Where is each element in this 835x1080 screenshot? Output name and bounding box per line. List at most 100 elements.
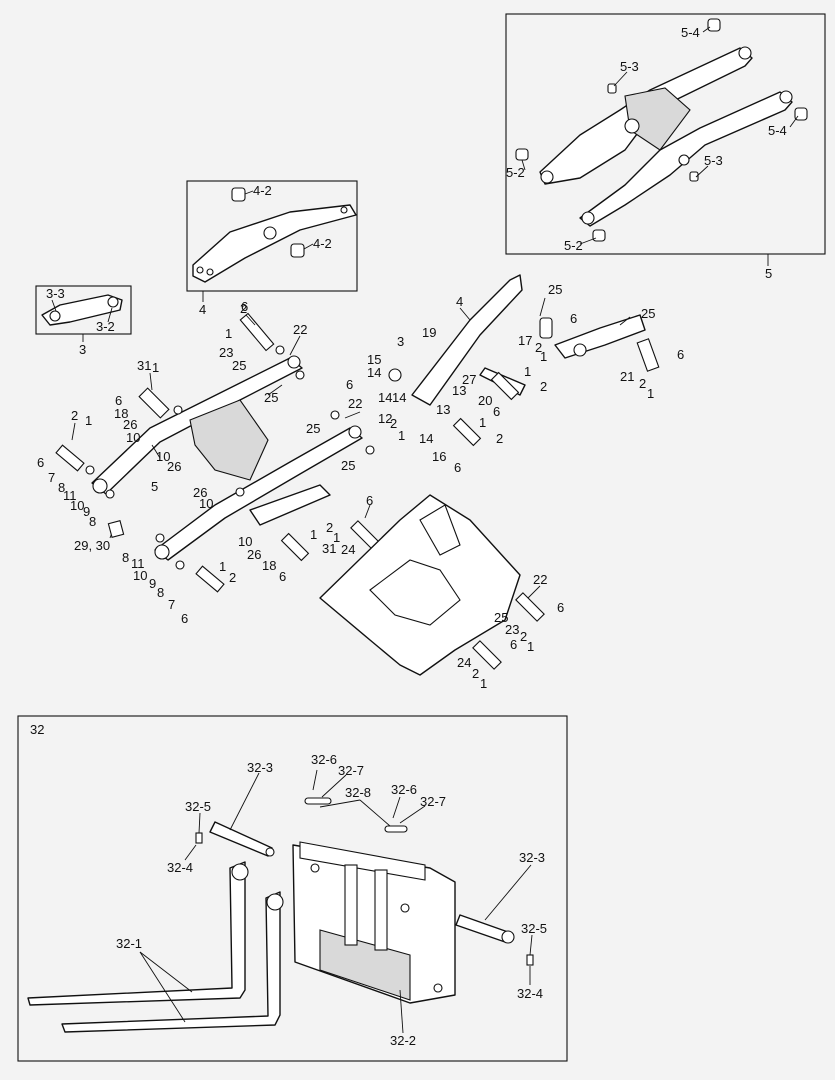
label-12: 12 bbox=[378, 411, 392, 426]
bellcrank-4 bbox=[192, 187, 357, 283]
label-13: 13 bbox=[452, 383, 466, 398]
label-32-8: 32-8 bbox=[345, 785, 371, 800]
label-6: 6 bbox=[557, 600, 564, 615]
callout-box-32 bbox=[17, 715, 568, 1062]
label-24: 24 bbox=[457, 655, 471, 670]
label-32-6: 32-6 bbox=[391, 782, 417, 797]
label-32-7: 32-7 bbox=[338, 763, 364, 778]
label-23: 23 bbox=[505, 622, 519, 637]
label-25: 25 bbox=[548, 282, 562, 297]
label-25: 25 bbox=[306, 421, 320, 436]
label-2: 2 bbox=[535, 340, 542, 355]
label-2: 2 bbox=[472, 666, 479, 681]
label-8: 8 bbox=[58, 480, 65, 495]
label-14: 14 bbox=[392, 390, 406, 405]
label-6: 6 bbox=[279, 569, 286, 584]
callout-box-4 bbox=[186, 180, 358, 292]
label-16: 16 bbox=[432, 449, 446, 464]
label-18: 18 bbox=[114, 406, 128, 421]
label-27: 27 bbox=[462, 372, 476, 387]
label-2: 2 bbox=[496, 431, 503, 446]
bellcrank-right bbox=[388, 274, 660, 670]
label-9: 9 bbox=[83, 504, 90, 519]
label-22: 22 bbox=[348, 396, 362, 411]
label-20: 20 bbox=[478, 393, 492, 408]
label-5-2: 5-2 bbox=[506, 165, 525, 180]
leader-lines-32 bbox=[139, 769, 533, 1034]
label-2: 2 bbox=[390, 416, 397, 431]
label-31: 31 bbox=[322, 541, 336, 556]
label-26: 26 bbox=[247, 547, 261, 562]
label-32: 32 bbox=[30, 722, 44, 737]
label-25: 25 bbox=[341, 458, 355, 473]
pins-left bbox=[55, 312, 380, 593]
label-25: 25 bbox=[232, 358, 246, 373]
label-10: 10 bbox=[126, 430, 140, 445]
label-1: 1 bbox=[152, 360, 159, 375]
label-1: 1 bbox=[225, 326, 232, 341]
label-6: 6 bbox=[181, 611, 188, 626]
label-5-3: 5-3 bbox=[620, 59, 639, 74]
label-21: 21 bbox=[620, 369, 634, 384]
callout-box-3 bbox=[35, 285, 132, 335]
label-2: 2 bbox=[520, 629, 527, 644]
label-4-2: 4-2 bbox=[313, 236, 332, 251]
label-6: 6 bbox=[115, 393, 122, 408]
label-32-2: 32-2 bbox=[390, 1033, 416, 1048]
label-13: 13 bbox=[436, 402, 450, 417]
label-14: 14 bbox=[419, 431, 433, 446]
label-26: 26 bbox=[193, 485, 207, 500]
label-18: 18 bbox=[262, 558, 276, 573]
label-11: 11 bbox=[63, 488, 77, 503]
label-4-2: 4-2 bbox=[253, 183, 272, 198]
label-2: 2 bbox=[240, 301, 247, 316]
fork-32-1 bbox=[27, 861, 284, 1033]
label-6: 6 bbox=[366, 493, 373, 508]
label-3: 3 bbox=[397, 334, 404, 349]
label-3-2: 3-2 bbox=[96, 319, 115, 334]
label-24: 24 bbox=[341, 542, 355, 557]
label-2: 2 bbox=[229, 570, 236, 585]
label-1: 1 bbox=[333, 530, 340, 545]
label-8: 8 bbox=[89, 514, 96, 529]
label-14: 14 bbox=[367, 365, 381, 380]
label-14: 14 bbox=[378, 390, 392, 405]
label-10: 10 bbox=[133, 568, 147, 583]
label-6: 6 bbox=[677, 347, 684, 362]
loader-frame bbox=[319, 494, 521, 676]
fork-carriage-32-2 bbox=[292, 841, 456, 1004]
label-4: 4 bbox=[199, 302, 206, 317]
label-6: 6 bbox=[37, 455, 44, 470]
label-2: 2 bbox=[540, 379, 547, 394]
label-8: 8 bbox=[157, 585, 164, 600]
label-4: 4 bbox=[456, 294, 463, 309]
label-1: 1 bbox=[85, 413, 92, 428]
label-32-7: 32-7 bbox=[420, 794, 446, 809]
label-1: 1 bbox=[479, 415, 486, 430]
label-26: 26 bbox=[167, 459, 181, 474]
label-26: 26 bbox=[123, 417, 137, 432]
label-5: 5 bbox=[151, 479, 158, 494]
label-17: 17 bbox=[518, 333, 532, 348]
label-1: 1 bbox=[480, 676, 487, 691]
label-32-5: 32-5 bbox=[521, 921, 547, 936]
label-10: 10 bbox=[156, 449, 170, 464]
callout-box-5 bbox=[505, 13, 826, 255]
link-3 bbox=[41, 294, 123, 326]
label-7: 7 bbox=[168, 597, 175, 612]
label-9: 9 bbox=[149, 576, 156, 591]
label-5-3: 5-3 bbox=[704, 153, 723, 168]
label-25: 25 bbox=[641, 306, 655, 321]
label-5-4: 5-4 bbox=[768, 123, 787, 138]
fork-pins-32-3 bbox=[195, 797, 534, 966]
label-1: 1 bbox=[524, 364, 531, 379]
label-1: 1 bbox=[540, 349, 547, 364]
label-29-30: 29, 30 bbox=[74, 538, 110, 553]
label-5-4: 5-4 bbox=[681, 25, 700, 40]
label-32-4: 32-4 bbox=[167, 860, 193, 875]
label-31: 31 bbox=[137, 358, 151, 373]
label-6: 6 bbox=[510, 637, 517, 652]
label-22: 22 bbox=[533, 572, 547, 587]
label-6: 6 bbox=[570, 311, 577, 326]
